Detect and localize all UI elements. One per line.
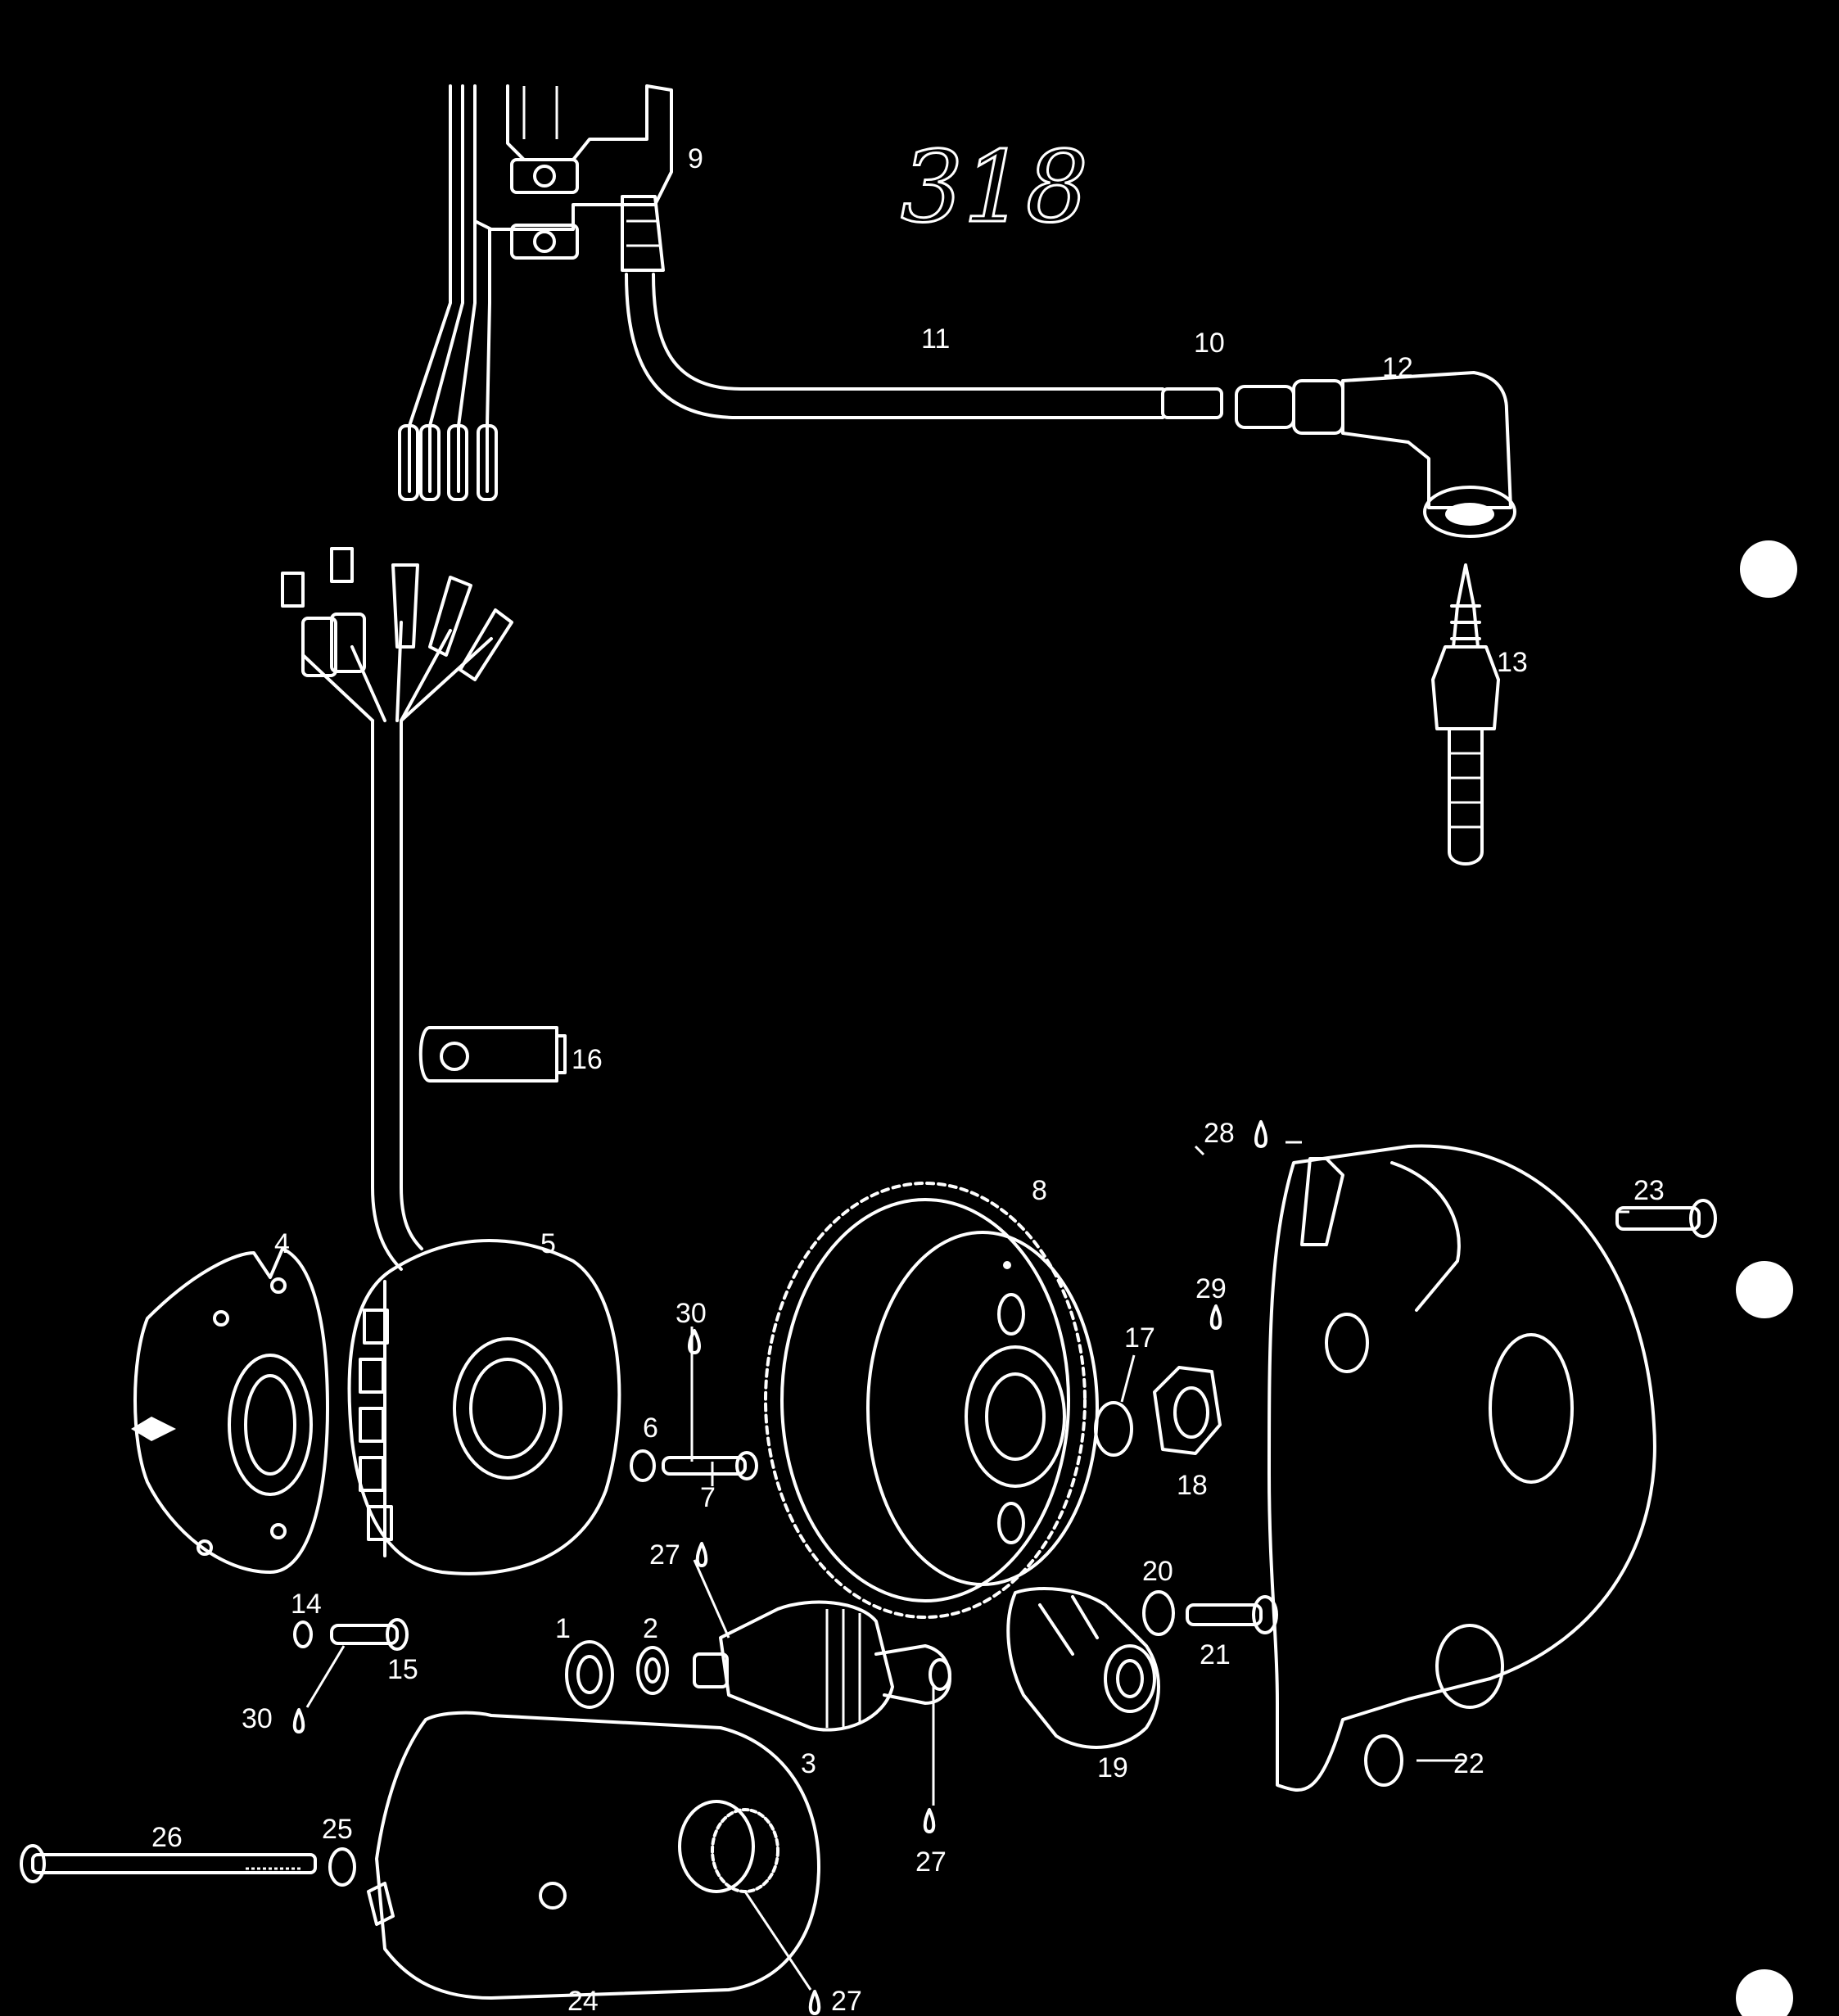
- washer-part-14: [293, 1620, 313, 1648]
- ignition-coil-part-9: [398, 84, 673, 501]
- callout-2: 2: [643, 1613, 658, 1644]
- callout-26: 26: [151, 1822, 183, 1853]
- callout-4: 4: [274, 1228, 290, 1259]
- callout-16: 16: [572, 1044, 603, 1075]
- handwritten-note: 318: [901, 131, 1088, 245]
- stator-part-5: [347, 1239, 621, 1575]
- callout-27a: 27: [649, 1539, 680, 1571]
- screw-part-21: [1142, 1590, 1278, 1636]
- leader-lines: [1194, 1141, 1629, 1762]
- callout-29: 29: [1195, 1273, 1227, 1304]
- backing-plate-part-4: [131, 1247, 329, 1574]
- drop-icon: [688, 1329, 701, 1354]
- washer-part-25: [328, 1847, 356, 1887]
- callout-25: 25: [322, 1814, 353, 1845]
- callout-5: 5: [540, 1228, 556, 1259]
- callout-24: 24: [567, 1986, 599, 2016]
- callout-30b: 30: [242, 1703, 273, 1734]
- washer-part-6: [630, 1449, 656, 1482]
- bearing-part-1: [565, 1640, 614, 1709]
- starter-drive-part-3: [565, 1559, 951, 1806]
- callout-14: 14: [291, 1589, 322, 1620]
- callout-20: 20: [1142, 1556, 1173, 1587]
- callout-30a: 30: [676, 1298, 707, 1329]
- screw-part-23: [1615, 1199, 1717, 1238]
- callout-11: 11: [921, 323, 950, 355]
- callout-23: 23: [1633, 1175, 1665, 1206]
- binder-hole-icon: [1736, 1261, 1793, 1318]
- stator-wire-harness: [281, 547, 513, 1271]
- washer-part-20: [1142, 1590, 1175, 1636]
- lock-washer-part-17: [1094, 1354, 1136, 1457]
- callout-27c: 27: [831, 1986, 862, 2016]
- spark-plug-cap-part-12: [1235, 371, 1516, 538]
- drop-icon: [1254, 1120, 1267, 1148]
- drop-icon: [1209, 1304, 1222, 1330]
- callout-27b: 27: [915, 1846, 947, 1878]
- callout-3: 3: [801, 1748, 816, 1779]
- drop-icon: [292, 1708, 305, 1733]
- callout-8: 8: [1032, 1175, 1047, 1206]
- bolt-part-26: [31, 1853, 317, 1874]
- flywheel-part-8: [764, 1182, 1099, 1619]
- callout-1: 1: [555, 1613, 571, 1644]
- bolt-part-7: [630, 1327, 758, 1486]
- callout-10: 10: [1194, 328, 1225, 359]
- spark-plug-part-13: [1431, 563, 1500, 866]
- ht-lead-part-11: [625, 273, 1223, 419]
- callout-19: 19: [1097, 1752, 1128, 1783]
- starter-bracket-part-19: [1006, 1587, 1160, 1749]
- callout-7: 7: [700, 1482, 716, 1513]
- callout-6: 6: [643, 1413, 658, 1444]
- callout-15: 15: [387, 1654, 418, 1685]
- binder-hole-icon: [1736, 1969, 1793, 2016]
- washer-part-2: [636, 1646, 669, 1695]
- screw-part-15: [293, 1618, 409, 1708]
- callout-21: 21: [1200, 1639, 1231, 1670]
- starter-motor-part-24: [20, 1711, 820, 2000]
- drop-icon: [808, 1990, 821, 2015]
- callout-13: 13: [1497, 647, 1528, 678]
- drop-icon: [923, 1808, 936, 1833]
- callout-28: 28: [1204, 1118, 1235, 1149]
- callout-17: 17: [1124, 1322, 1155, 1354]
- cover-part-22: [1254, 1120, 1656, 1792]
- callout-22: 22: [1453, 1748, 1484, 1779]
- lead-end-part-10: [1161, 387, 1223, 419]
- nut-part-18: [1153, 1304, 1222, 1455]
- callout-9: 9: [688, 143, 703, 174]
- callout-18: 18: [1177, 1470, 1208, 1501]
- binder-hole-icon: [1740, 540, 1797, 598]
- drop-icon: [695, 1542, 708, 1567]
- callout-12: 12: [1382, 352, 1413, 383]
- cable-clip-part-16: [418, 1026, 567, 1083]
